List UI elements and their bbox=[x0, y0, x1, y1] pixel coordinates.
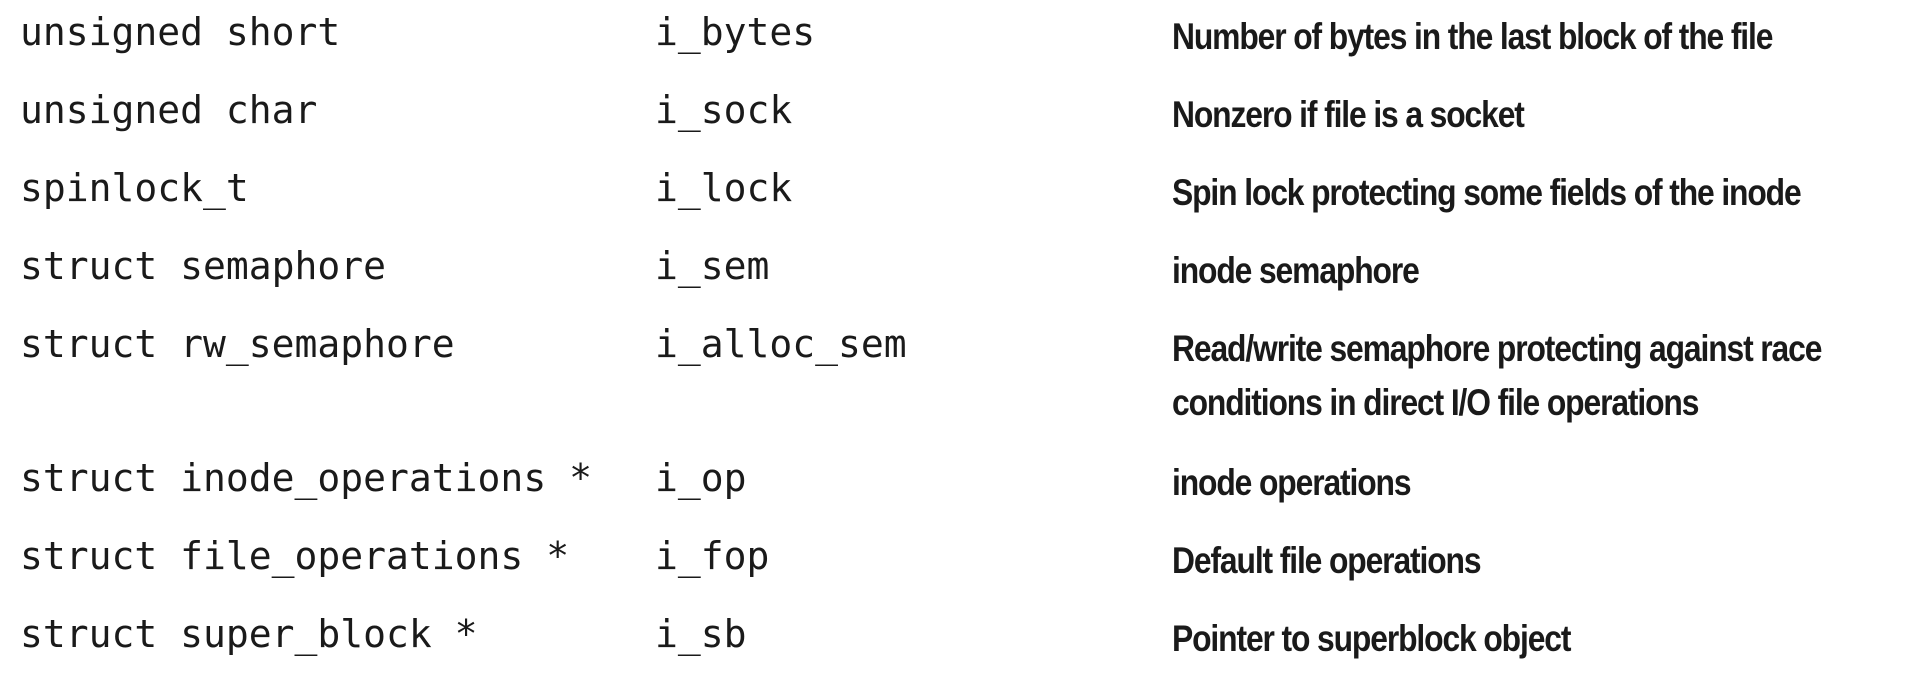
description-line: Number of bytes in the last block of the… bbox=[1172, 16, 1773, 57]
description-line: Read/write semaphore protecting against … bbox=[1172, 328, 1822, 369]
description-line: inode operations bbox=[1172, 462, 1412, 503]
field-type: unsigned char bbox=[20, 88, 318, 132]
field-name: i_sb bbox=[655, 612, 747, 656]
field-description: Default file operations bbox=[1172, 534, 1791, 588]
field-description: inode semaphore bbox=[1172, 244, 1791, 298]
field-description: inode operations bbox=[1172, 456, 1791, 510]
field-type: unsigned short bbox=[20, 10, 341, 54]
field-description: Read/write semaphore protecting against … bbox=[1172, 322, 1822, 430]
description-line: Pointer to superblock object bbox=[1172, 618, 1571, 659]
field-name: i_sock bbox=[655, 88, 793, 132]
field-type: struct file_operations * bbox=[20, 534, 570, 578]
field-type: struct rw_semaphore bbox=[20, 322, 455, 366]
field-description: Spin lock protecting some fields of the … bbox=[1172, 166, 1802, 220]
description-line: Default file operations bbox=[1172, 540, 1482, 581]
field-type: spinlock_t bbox=[20, 166, 249, 210]
field-description: Pointer to superblock object bbox=[1172, 612, 1791, 666]
description-line: conditions in direct I/O file operations bbox=[1172, 382, 1699, 423]
field-name: i_alloc_sem bbox=[655, 322, 907, 366]
description-line: inode semaphore bbox=[1172, 250, 1420, 291]
field-description: Number of bytes in the last block of the… bbox=[1172, 10, 1791, 64]
field-name: i_op bbox=[655, 456, 747, 500]
description-line: Nonzero if file is a socket bbox=[1172, 94, 1525, 135]
field-name: i_bytes bbox=[655, 10, 816, 54]
field-name: i_lock bbox=[655, 166, 793, 210]
field-name: i_sem bbox=[655, 244, 770, 288]
field-name: i_fop bbox=[655, 534, 770, 578]
field-type: struct inode_operations * bbox=[20, 456, 592, 500]
field-description: Nonzero if file is a socket bbox=[1172, 88, 1791, 142]
field-type: struct super_block * bbox=[20, 612, 478, 656]
field-type: struct semaphore bbox=[20, 244, 387, 288]
description-line: Spin lock protecting some fields of the … bbox=[1172, 172, 1802, 213]
